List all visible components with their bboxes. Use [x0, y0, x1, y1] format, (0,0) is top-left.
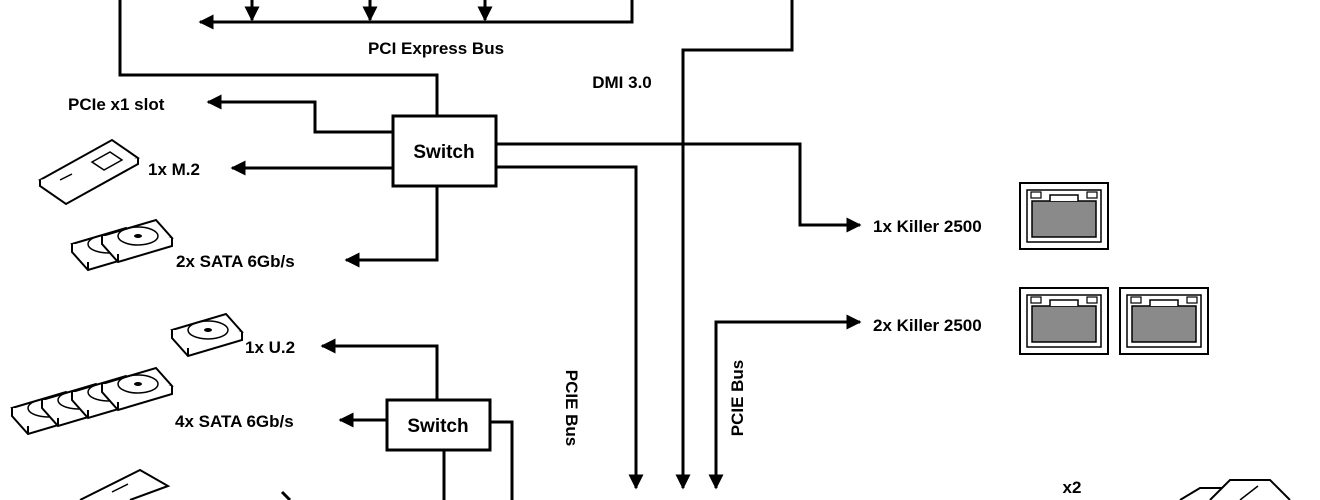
bottom-arrow-fragment — [280, 490, 292, 500]
m2-card-icon-bottom — [79, 468, 171, 500]
pcie-bus-center-label: PCIE Bus — [562, 370, 581, 447]
ethernet-port-icon-1x — [1019, 182, 1109, 250]
killer-2x-line — [714, 314, 862, 488]
pcie-x1-slot-line — [206, 94, 393, 134]
usb-port-icon — [1179, 479, 1291, 500]
killer-1x-line — [496, 142, 862, 233]
killer-1x-label: 1x Killer 2500 — [873, 217, 982, 236]
pcie-x1-slot-label: PCIe x1 slot — [68, 95, 165, 114]
x2-label: x2 — [1063, 478, 1082, 497]
lower-switch-box — [385, 398, 492, 452]
pci-express-bus-label: PCI Express Bus — [368, 39, 504, 58]
u2-drive-icon — [171, 313, 243, 357]
lower-switch-down-line-2 — [490, 420, 514, 500]
sata-4x-drives-icon — [11, 367, 173, 435]
sata-2x-label: 2x SATA 6Gb/s — [176, 252, 295, 271]
m2-card-icon — [38, 138, 140, 206]
pci-express-bus-line — [198, 0, 634, 30]
lower-switch-label: Switch — [407, 416, 468, 437]
dmi-line — [675, 0, 794, 490]
upper-switch-feed-line — [118, 0, 439, 116]
upper-switch-box — [391, 114, 498, 188]
dmi-label: DMI 3.0 — [592, 73, 652, 92]
sata-2x-drives-icon — [71, 219, 173, 271]
u2-label: 1x U.2 — [245, 338, 295, 357]
killer-2x-label: 2x Killer 2500 — [873, 316, 982, 335]
ethernet-port-icon-2x — [1019, 287, 1209, 355]
m2-label: 1x M.2 — [148, 160, 200, 179]
u2-line — [320, 338, 439, 400]
sata-2x-line — [344, 186, 439, 268]
upper-switch-label: Switch — [413, 142, 474, 163]
pcie-bus-center-line — [496, 165, 644, 490]
pcie-bus-right-label: PCIE Bus — [728, 360, 747, 437]
sata-4x-label: 4x SATA 6Gb/s — [175, 412, 294, 431]
